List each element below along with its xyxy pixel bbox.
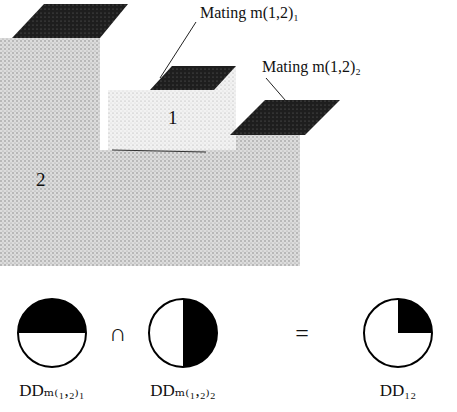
leader-line bbox=[266, 78, 292, 108]
operator-symbol: ∩ bbox=[109, 320, 126, 346]
mating-face-1 bbox=[150, 66, 236, 90]
mating-label: Mating m(1,2)₂ bbox=[262, 58, 361, 76]
mating-label: Mating m(1,2)₁ bbox=[200, 4, 299, 22]
part-2-body bbox=[0, 38, 300, 266]
part-boundary-line bbox=[112, 150, 206, 152]
disk-diagram bbox=[149, 299, 217, 367]
set-label: DDₘ₍₁,₂₎₂ bbox=[150, 382, 215, 401]
leader-line bbox=[160, 22, 196, 78]
part-1-body bbox=[108, 66, 236, 150]
part-2-top-face bbox=[12, 4, 128, 38]
disk-diagram bbox=[364, 299, 432, 367]
mating-face-2 bbox=[230, 100, 340, 135]
set-label: DDₘ₍₁,₂₎₁ bbox=[19, 382, 84, 401]
disk-diagram bbox=[18, 299, 86, 367]
operator-symbol: = bbox=[295, 320, 309, 346]
part-number: 2 bbox=[36, 170, 46, 191]
set-label: DD₁₂ bbox=[380, 382, 416, 401]
part-number: 1 bbox=[168, 108, 178, 129]
